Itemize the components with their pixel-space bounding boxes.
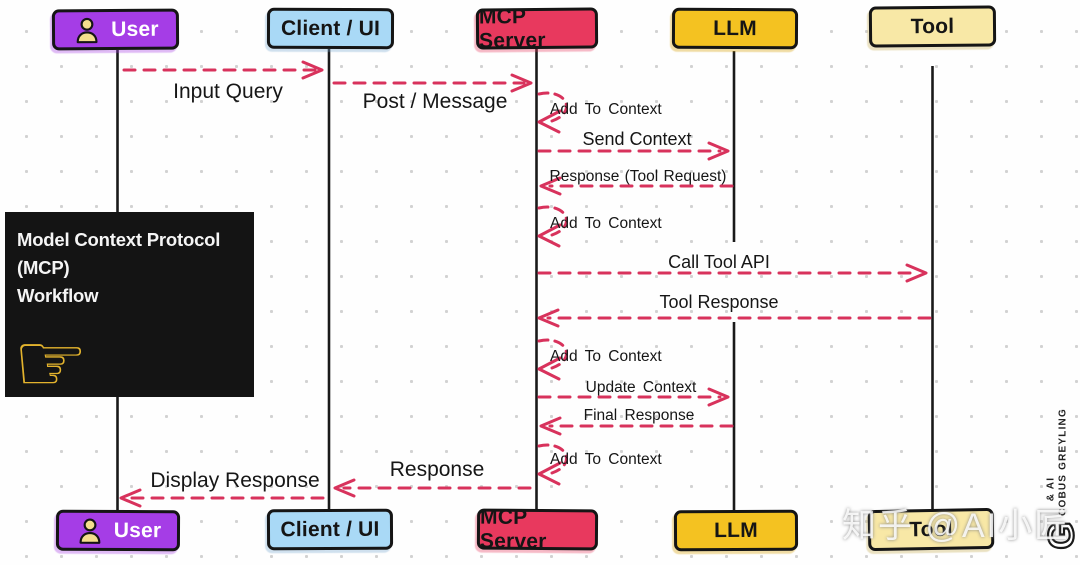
message-label-add-to-context-3: Add To Context: [550, 348, 662, 365]
actor-user-bottom: User: [55, 509, 181, 552]
message-label-tool-response: Tool Response: [659, 292, 779, 312]
message-label-input-query: Input Query: [173, 80, 283, 103]
actor-llm-top: LLM: [671, 7, 799, 50]
message-label-update-context: Update Context: [585, 379, 697, 396]
actor-mcp-server-bottom: MCP Server: [476, 505, 599, 553]
actor-llm-bottom: LLM: [673, 509, 799, 552]
message-label-send-context: Send Context: [582, 129, 692, 149]
actor-mcp-server-top: MCP Server: [475, 5, 599, 52]
branding-g-logo: G: [1039, 516, 1080, 558]
actor-label: Client / UI: [280, 16, 381, 40]
actor-tool-top: Tool: [868, 5, 997, 48]
arrow-add-to-context-1: [537, 91, 568, 134]
arrow-add-to-context-2: [537, 205, 568, 248]
user-icon: [76, 17, 98, 43]
actor-label: MCP Server: [478, 4, 546, 53]
actor-label: Tool: [910, 14, 955, 38]
actor-client-ui-top: Client / UI: [266, 7, 395, 50]
message-label-add-to-context-4: Add To Context: [550, 451, 662, 468]
arrow-response: [333, 478, 532, 498]
arrow-add-to-context-4: [537, 443, 568, 486]
title-line: Workflow: [17, 285, 99, 306]
title-line: Model Context Protocol: [17, 229, 221, 250]
arrow-update-context: [537, 387, 730, 407]
message-label-display-response: Display Response: [150, 469, 320, 492]
title-line: (MCP): [17, 257, 70, 278]
arrow-call-tool-api: [537, 263, 928, 283]
arrow-display-response: [119, 488, 325, 508]
message-label-response: Response: [389, 458, 485, 481]
message-label-post-message: Post / Message: [362, 90, 508, 113]
arrow-post-message: [332, 73, 533, 93]
message-label-add-to-context-1: Add To Context: [550, 101, 662, 118]
user-icon: [79, 518, 101, 544]
message-label-call-tool-api: Call Tool API: [668, 252, 770, 272]
message-label-response-tool-request: Response (Tool Request): [549, 168, 727, 185]
arrow-send-context: [537, 141, 730, 161]
actor-label: LLM: [714, 518, 758, 542]
actor-label: MCP Server: [479, 505, 547, 553]
actor-label: Client / UI: [280, 517, 380, 541]
arrow-final-response: [539, 416, 734, 436]
actor-user-top: User: [51, 8, 180, 51]
actor-label: LLM: [713, 16, 757, 40]
message-label-final-response: Final Response: [583, 407, 695, 424]
arrow-input-query: [122, 60, 324, 80]
actor-label: User: [113, 518, 162, 542]
arrow-add-to-context-3: [537, 338, 568, 381]
arrow-response-tool-request: [539, 176, 734, 196]
branding-logo-letter: G: [1041, 521, 1080, 549]
actor-label: User: [111, 17, 159, 41]
actor-client-ui-bottom: Client / UI: [266, 508, 394, 551]
arrow-tool-response: [537, 308, 932, 328]
message-label-add-to-context-2: Add To Context: [550, 215, 662, 232]
pointing-right-hand-icon: [13, 321, 88, 405]
diagram-title-box: Model Context Protocol (MCP) Workflow: [5, 212, 254, 397]
watermark: 知乎 @AI小匠: [842, 507, 1071, 545]
